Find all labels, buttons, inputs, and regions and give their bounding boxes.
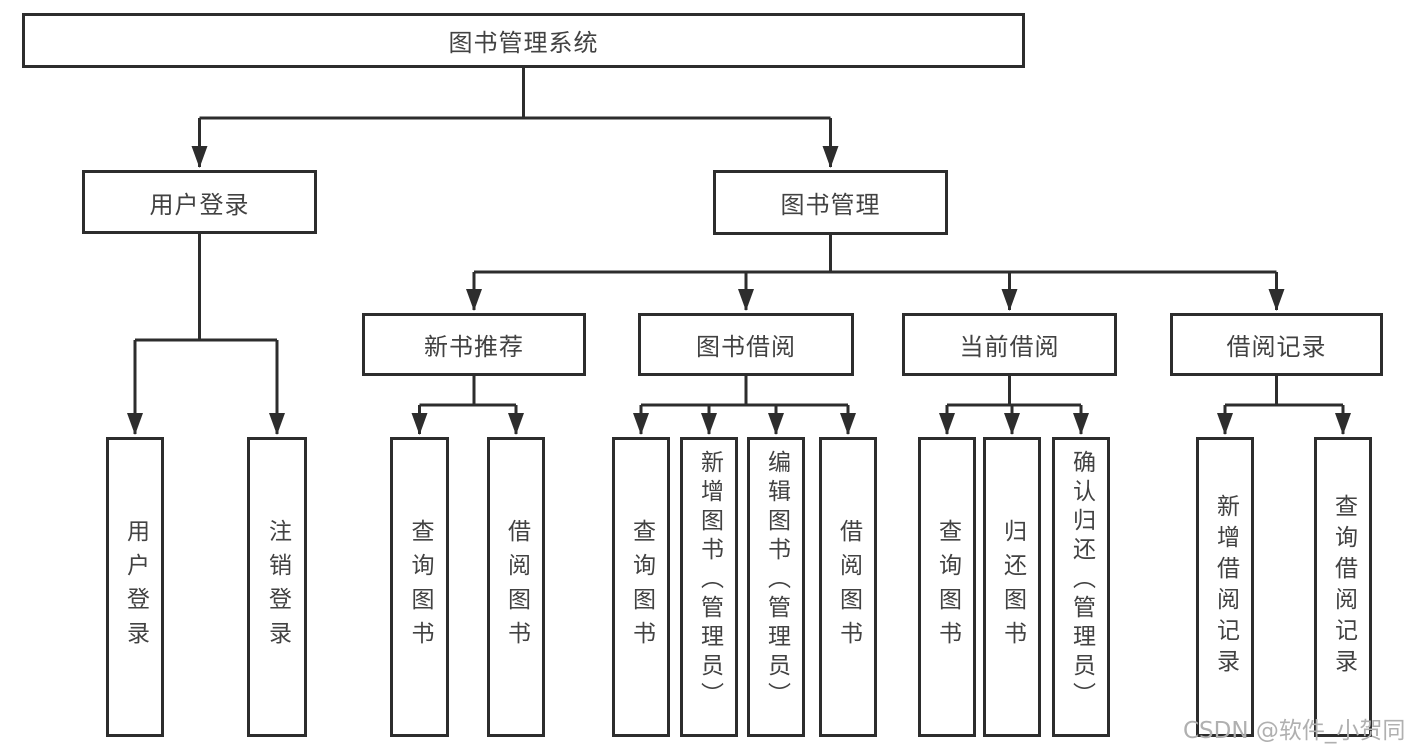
- connector-login-to-leaves: [127, 234, 285, 435]
- node-current-borrow: 当前借阅: [902, 313, 1117, 376]
- node-borrow-records: 借阅记录: [1170, 313, 1383, 376]
- leaf-records-add-record: 新增借阅记录: [1196, 437, 1254, 737]
- leaf-records-query-record: 查询借阅记录: [1314, 437, 1372, 737]
- node-book-management: 图书管理: [713, 170, 948, 235]
- connector-recommend-to-leaves: [411, 376, 524, 435]
- node-book-borrow: 图书借阅: [638, 313, 854, 376]
- leaf-current-query-book: 查询图书: [918, 437, 976, 737]
- leaf-recommend-query-book: 查询图书: [390, 437, 449, 737]
- leaf-borrow-add-book-admin: 新增图书（管理员）: [680, 437, 738, 737]
- leaf-borrow-edit-book-admin: 编辑图书（管理员）: [747, 437, 805, 737]
- leaf-user-login: 用户登录: [106, 437, 164, 737]
- connector-records-to-leaves: [1217, 376, 1351, 435]
- connector-borrow-to-leaves: [633, 376, 856, 435]
- leaf-logout: 注销登录: [247, 437, 307, 737]
- csdn-watermark: CSDN @软件_小贺同学: [1183, 718, 1405, 744]
- connector-current-to-leaves: [939, 376, 1089, 435]
- leaf-borrow-borrow-book: 借阅图书: [819, 437, 877, 737]
- node-root-system: 图书管理系统: [22, 13, 1025, 68]
- leaf-recommend-borrow-book: 借阅图书: [487, 437, 545, 737]
- connector-root-to-level2: [191, 68, 839, 168]
- leaf-current-confirm-return-admin: 确认归还（管理员）: [1052, 437, 1110, 737]
- leaf-current-return-book: 归还图书: [983, 437, 1041, 737]
- node-user-login: 用户登录: [82, 170, 317, 234]
- node-new-book-recommend: 新书推荐: [362, 313, 586, 376]
- connector-mgmt-to-level3: [466, 235, 1285, 311]
- leaf-borrow-query-book: 查询图书: [612, 437, 670, 737]
